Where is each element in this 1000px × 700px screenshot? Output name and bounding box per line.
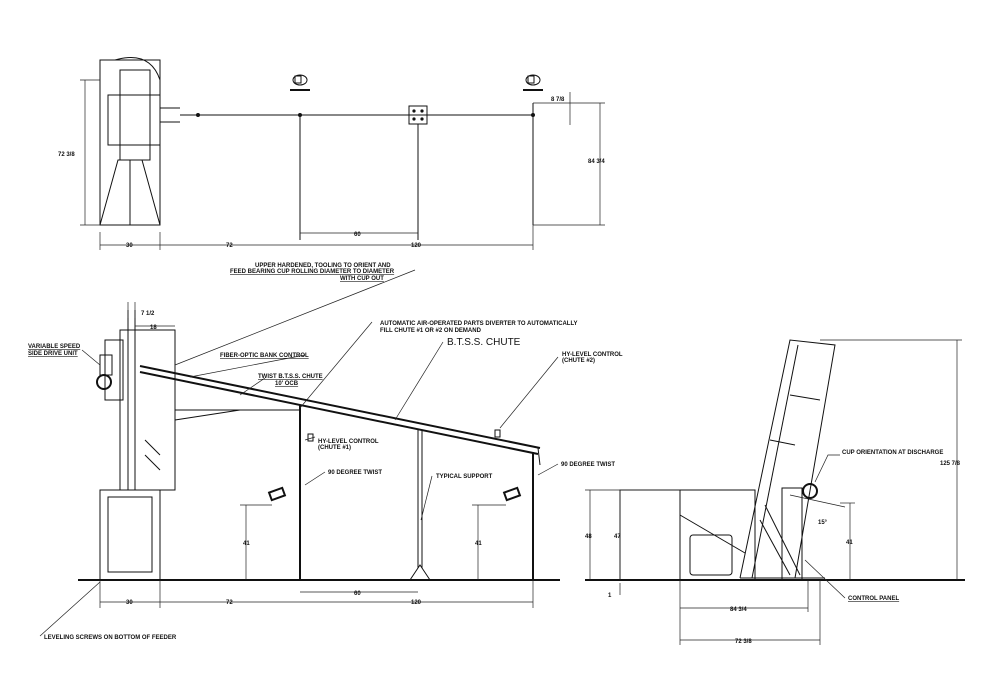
elevator-column xyxy=(739,339,836,579)
node xyxy=(196,113,200,117)
label-twist-chute: 10' OCB xyxy=(275,381,299,387)
dim-label: 72 3/8 xyxy=(58,152,75,158)
dim-label: 18 xyxy=(150,325,157,331)
label-upper-tooling: UPPER HARDENED, TOOLING TO ORIENT AND xyxy=(255,263,391,269)
label-upper-tooling: FEED BEARING CUP ROLLING DIAMETER TO DIA… xyxy=(230,269,395,275)
control-panel[interactable] xyxy=(781,487,803,581)
label-variable-speed: SIDE DRIVE UNIT xyxy=(28,351,78,357)
dim-label: 84 3/4 xyxy=(588,159,605,165)
hy-level-sensor xyxy=(494,429,501,438)
label-diverter: FILL CHUTE #1 OR #2 ON DEMAND xyxy=(380,328,482,334)
label-hy-level-2: (CHUTE #2) xyxy=(562,358,595,364)
dim-label: 7 1/2 xyxy=(141,311,155,317)
btss-chute xyxy=(139,365,541,581)
label-variable-speed: VARIABLE SPEED xyxy=(28,344,81,350)
dim-label: 47 xyxy=(614,534,621,540)
end-view: CUP ORIENTATION AT DISCHARGE CONTROL PAN… xyxy=(585,339,965,645)
label-typical-support: TYPICAL SUPPORT xyxy=(436,474,493,480)
label-cup-orientation: CUP ORIENTATION AT DISCHARGE xyxy=(842,450,943,456)
label-angle: 15° xyxy=(818,520,828,526)
dim-label: 30 xyxy=(126,243,133,249)
label-hy-level-2: HY-LEVEL CONTROL xyxy=(562,352,623,358)
dim-label: 41 xyxy=(475,541,482,547)
label-hy-level-1: (CHUTE #1) xyxy=(318,445,351,451)
cup-orientation-icon xyxy=(802,483,818,499)
label-fiber-optic: FIBER-OPTIC BANK CONTROL xyxy=(220,353,309,359)
dim-label: 60 xyxy=(354,232,361,238)
dim-label: 60 xyxy=(354,591,361,597)
dim-label: 48 xyxy=(585,534,592,540)
level-sensor-icon xyxy=(290,74,310,91)
dim-label: 41 xyxy=(243,541,250,547)
dim-label: 30 xyxy=(126,600,133,606)
label-90-twist: 90 DEGREE TWIST xyxy=(328,470,382,476)
feeder-elevation xyxy=(96,310,300,581)
dim-label: 72 xyxy=(226,600,233,606)
label-leveling-screws: LEVELING SCREWS ON BOTTOM OF FEEDER xyxy=(44,635,177,641)
dim-label: 72 xyxy=(226,243,233,249)
level-sensor-icon xyxy=(523,74,543,91)
label-90-twist: 90 DEGREE TWIST xyxy=(561,462,615,468)
control-box xyxy=(502,486,522,502)
dim-label: 120 xyxy=(411,600,422,606)
dim-label: 8 7/8 xyxy=(551,97,565,103)
dim-label: 1 xyxy=(608,593,612,599)
dim-label: 41 xyxy=(846,540,853,546)
label-upper-tooling: WITH CUP OUT xyxy=(340,276,384,282)
label-hy-level-1: HY-LEVEL CONTROL xyxy=(318,439,379,445)
side-view: UPPER HARDENED, TOOLING TO ORIENT AND FE… xyxy=(28,263,623,641)
label-btss-chute: B.T.S.S. CHUTE xyxy=(447,337,521,348)
label-twist-chute: TWIST B.T.S.S. CHUTE xyxy=(258,374,323,380)
feeder-plan xyxy=(99,57,180,226)
dim-label: 72 3/8 xyxy=(735,639,752,645)
label-control-panel: CONTROL PANEL xyxy=(848,596,899,602)
dim-label: 120 xyxy=(411,243,422,249)
dim-label: 84 3/4 xyxy=(730,607,747,613)
dim-label: 125 7/8 xyxy=(940,461,961,467)
control-box xyxy=(267,486,287,502)
top-view: 72 3/8 84 3/4 8 7/8 30 72 120 60 xyxy=(58,57,605,250)
label-diverter: AUTOMATIC AIR-OPERATED PARTS DIVERTER TO… xyxy=(380,321,578,327)
